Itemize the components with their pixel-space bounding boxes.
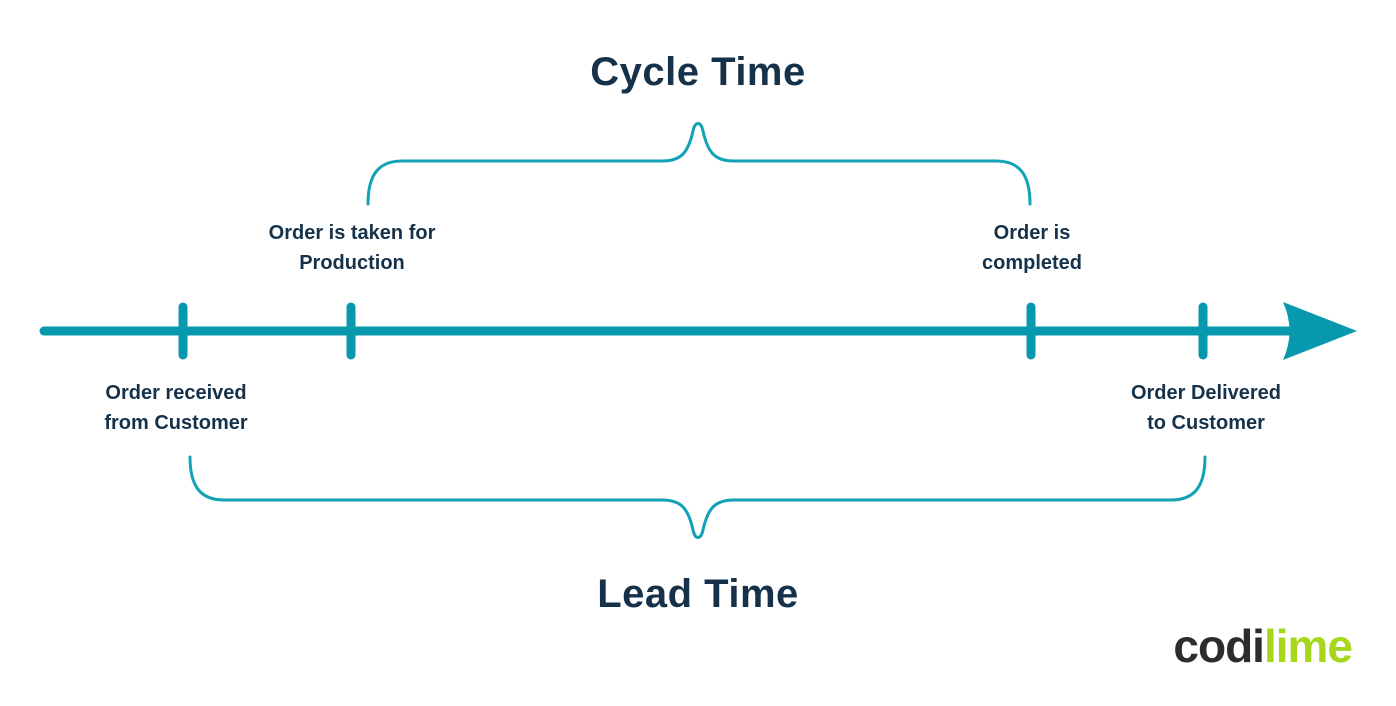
event-label-order-received: Order received from Customer [104,382,248,434]
logo-suffix: lime [1263,620,1353,672]
cycle-time-brace-icon [366,122,1032,206]
timeline-arrowhead-icon [1283,302,1357,360]
cycle-time-title: Cycle Time [590,50,806,94]
event-label-production-start: Order is taken for Production [268,222,436,274]
lead-time-title: Lead Time [597,572,799,616]
lead-time-brace-icon [188,455,1207,539]
event-label-order-delivered: Order Delivered to Customer [1130,382,1282,434]
event-label-order-completed: Order is completed [981,222,1083,274]
codilime-logo: codilime [1173,620,1353,672]
logo-prefix: codi [1173,620,1265,672]
